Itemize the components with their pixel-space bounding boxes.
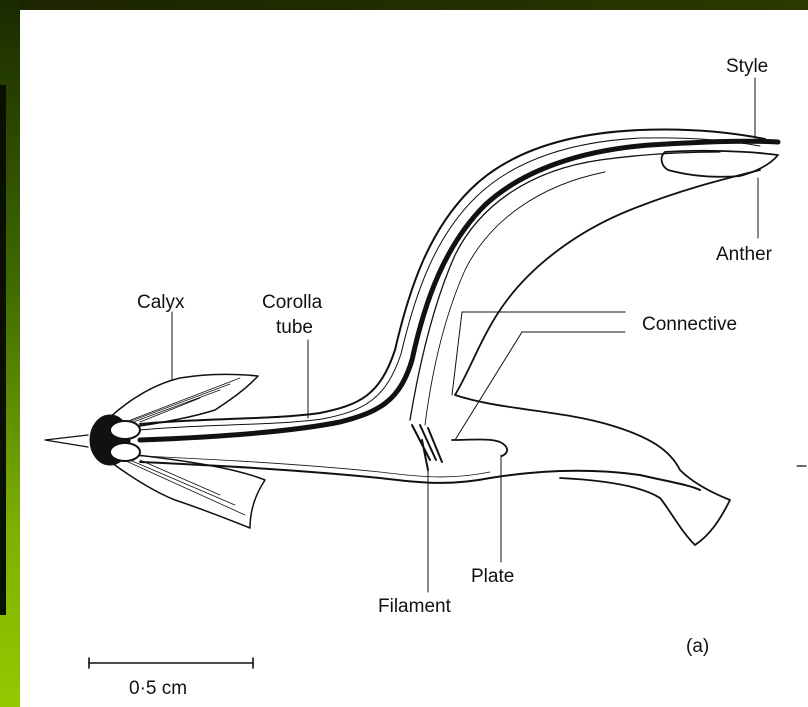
label-calyx: Calyx xyxy=(137,292,185,313)
label-corolla-line1: Corolla xyxy=(262,292,323,313)
connective xyxy=(410,152,720,420)
label-scale: 0·5 cm xyxy=(129,678,187,699)
label-corolla-line2: tube xyxy=(276,317,313,338)
label-panel-letter: (a) xyxy=(686,636,709,657)
label-style: Style xyxy=(726,56,768,77)
label-filament: Filament xyxy=(378,596,452,617)
corolla-tube-upper xyxy=(140,129,765,424)
label-anther: Anther xyxy=(716,244,773,265)
label-plate: Plate xyxy=(471,566,514,587)
plate xyxy=(452,440,507,457)
filament-base xyxy=(412,425,442,470)
pedicel xyxy=(45,435,88,447)
anther xyxy=(662,151,778,177)
scale-bar xyxy=(89,658,253,668)
label-connective: Connective xyxy=(642,314,737,335)
